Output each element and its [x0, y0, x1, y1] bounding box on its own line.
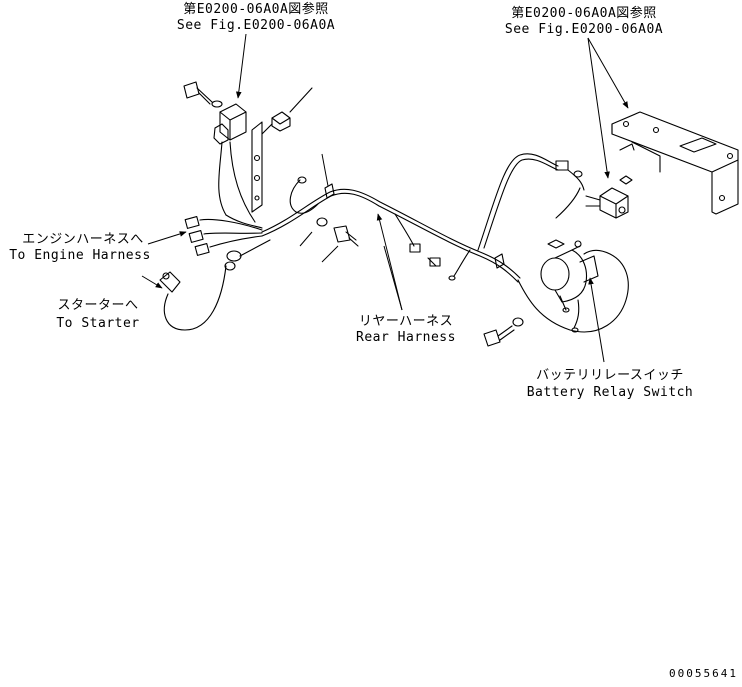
- right-connector: [585, 175, 633, 219]
- rear-harness-jp: リヤーハーネス: [358, 314, 454, 329]
- engine-harness-en: To Engine Harness: [9, 248, 151, 263]
- relay-bolt: [483, 317, 524, 347]
- battery-relay-jp: バッテリリレースイッチ: [536, 368, 684, 383]
- engine-connectors: [184, 216, 263, 256]
- relay-block: [213, 103, 247, 145]
- starter-wire: [159, 265, 227, 331]
- ref-left-en: See Fig.E0200-06A0A: [176, 18, 336, 33]
- middle-branches: [394, 213, 471, 281]
- ref-right-en: See Fig.E0200-06A0A: [504, 22, 664, 37]
- left-bracket: [251, 121, 263, 213]
- ground-wire: [289, 176, 319, 214]
- starter-jp: スターターへ: [57, 298, 139, 313]
- starter-en: To Starter: [56, 316, 140, 331]
- drawing-number: 00055641: [669, 667, 738, 680]
- upper-branch: [477, 153, 585, 251]
- relay-wires: [218, 141, 263, 229]
- right-bracket: [611, 111, 739, 215]
- engine-harness-jp: エンジンハーネスへ: [22, 232, 144, 247]
- battery-relay-switch: [540, 239, 599, 333]
- top-bolt: [183, 81, 223, 108]
- leader-lines: [141, 33, 629, 363]
- rear-harness-trunk: [261, 183, 521, 283]
- mid-bolt: [316, 217, 359, 247]
- bracket-top-connector: [261, 87, 313, 135]
- relay-loop-wire: [517, 249, 629, 333]
- battery-relay-en: Battery Relay Switch: [526, 385, 694, 400]
- ref-right-jp: 第E0200-06A0A図参照: [511, 6, 657, 21]
- ref-left-jp: 第E0200-06A0A図参照: [183, 2, 329, 17]
- clamp: [224, 239, 271, 271]
- rear-harness-en: Rear Harness: [356, 330, 456, 345]
